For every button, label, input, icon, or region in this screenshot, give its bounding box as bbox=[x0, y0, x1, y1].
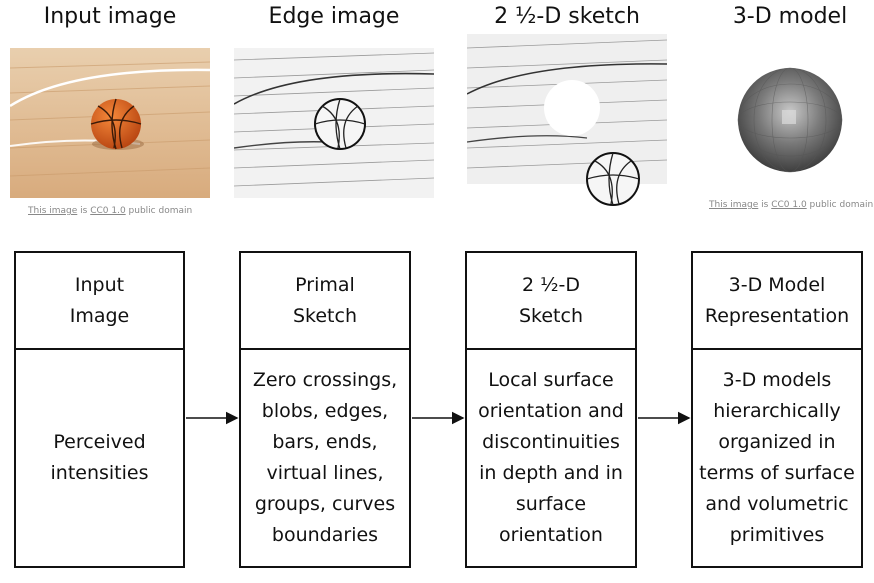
stage-title-text: 3-D Model Representation bbox=[704, 273, 850, 327]
stage-body-text: Perceived intensities bbox=[50, 430, 149, 484]
credit-link-license[interactable]: CC0 1.0 bbox=[90, 206, 126, 216]
stage-body-text: Local surface orientation and discontinu… bbox=[478, 368, 624, 546]
credit-text: public domain bbox=[806, 200, 874, 210]
credit-link-license[interactable]: CC0 1.0 bbox=[771, 200, 807, 210]
stage-title-text: 2 ½-D Sketch bbox=[518, 273, 583, 327]
stage-title-text: Input Image bbox=[69, 273, 130, 327]
credit-text: public domain bbox=[125, 206, 193, 216]
stage-body-text: Zero crossings, blobs, edges, bars, ends… bbox=[252, 368, 398, 546]
input-image-title: Input image bbox=[43, 4, 177, 29]
stage-body-text: 3-D models hierarchically organized in t… bbox=[699, 368, 855, 546]
stage-body: Local surface orientation and discontinu… bbox=[467, 350, 635, 565]
credit-link-image[interactable]: This image bbox=[709, 200, 759, 210]
stage-title: 2 ½-D Sketch bbox=[467, 253, 635, 350]
stage-body: 3-D models hierarchically organized in t… bbox=[693, 350, 861, 565]
credit-text: is bbox=[758, 200, 772, 210]
credit-link-image[interactable]: This image bbox=[28, 206, 78, 216]
stage-input-image: Input Image Perceived intensities bbox=[14, 251, 185, 568]
stage-body: Zero crossings, blobs, edges, bars, ends… bbox=[241, 350, 409, 565]
model-image bbox=[730, 60, 850, 180]
stage-primal-sketch: Primal Sketch Zero crossings, blobs, edg… bbox=[239, 251, 411, 568]
stage-title: Primal Sketch bbox=[241, 253, 409, 350]
sketch-image bbox=[467, 34, 667, 208]
image-credit-right: This image is CC0 1.0 public domain bbox=[709, 200, 873, 210]
stage-body: Perceived intensities bbox=[16, 350, 183, 565]
sketch-title: 2 ½-D sketch bbox=[494, 4, 640, 29]
stage-title: 3-D Model Representation bbox=[693, 253, 861, 350]
input-image bbox=[10, 48, 210, 198]
edge-image-title: Edge image bbox=[268, 4, 400, 29]
stage-title-text: Primal Sketch bbox=[292, 273, 357, 327]
image-credit-left: This image is CC0 1.0 public domain bbox=[28, 206, 192, 216]
credit-text: is bbox=[77, 206, 91, 216]
model-title: 3-D model bbox=[732, 4, 848, 29]
stage-2-5d-sketch: 2 ½-D Sketch Local surface orientation a… bbox=[465, 251, 637, 568]
stage-3d-model: 3-D Model Representation 3-D models hier… bbox=[691, 251, 863, 568]
stage-title: Input Image bbox=[16, 253, 183, 350]
edge-image bbox=[234, 48, 434, 198]
